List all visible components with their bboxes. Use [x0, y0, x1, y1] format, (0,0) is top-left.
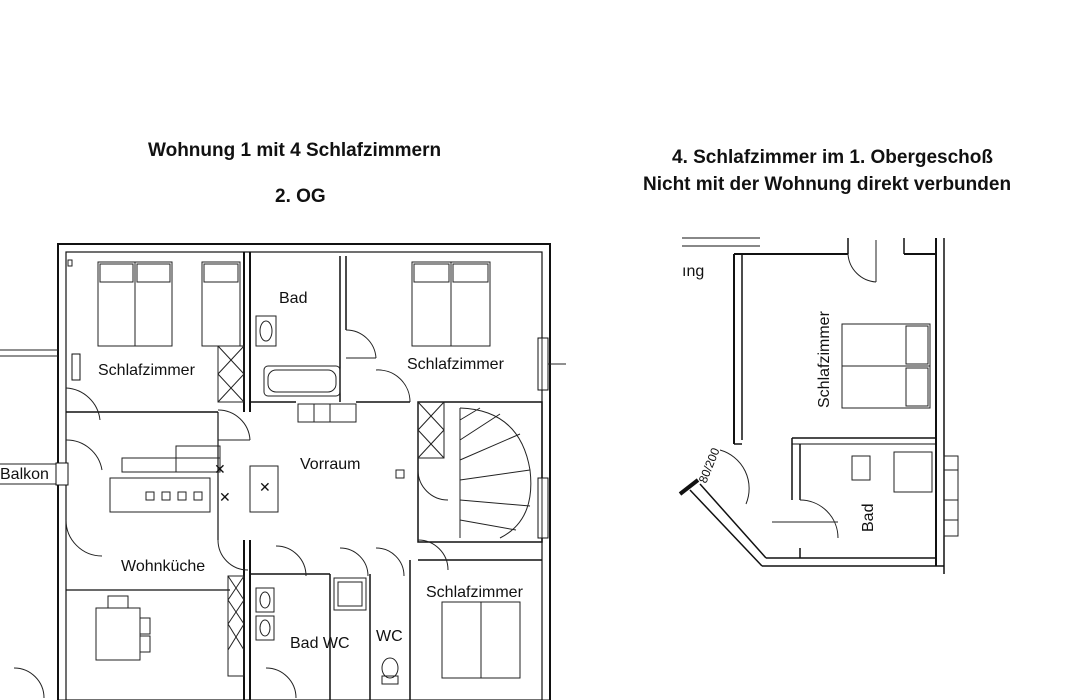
right-floor-plan: ıng Schlafzimmer Bad 80/200 [678, 237, 959, 574]
washbasin-top [255, 315, 277, 347]
cabinet-column [227, 575, 245, 677]
label-bad-wc: Bad WC [290, 635, 350, 652]
right-double-bed [841, 323, 931, 409]
label-wc: WC [376, 628, 403, 645]
label-schlafzimmer-bottom: Schlafzimmer [426, 584, 524, 601]
light-fixture [395, 469, 405, 479]
kitchen-island: ✕ ✕ ✕ [109, 445, 279, 513]
shower [333, 577, 367, 611]
right-bad-fixtures [851, 451, 959, 537]
right-walls [682, 237, 945, 574]
left-plan-title: Wohnung 1 mit 4 Schlafzimmern [148, 140, 442, 161]
label-schlafzimmer-right-plan: Schlafzimmer [816, 310, 833, 408]
label-bad-top: Bad [279, 290, 307, 307]
left-room-labels: Bad Schlafzimmer Schlafzimmer Balkon Vor… [0, 290, 524, 652]
bathtub [263, 365, 341, 397]
toilet-wc [381, 657, 399, 685]
left-floor-plan: ✕ ✕ ✕ [0, 243, 566, 700]
right-plan-title-line2: Nicht mit der Wohnung direkt verbunden [643, 174, 1012, 195]
right-doors [678, 240, 877, 539]
svg-text:✕: ✕ [259, 479, 271, 495]
wardrobe-left [217, 345, 245, 403]
label-schlafzimmer-right: Schlafzimmer [407, 356, 505, 373]
svg-text:✕: ✕ [219, 489, 231, 505]
right-room-labels: ıng Schlafzimmer Bad 80/200 [682, 263, 877, 532]
interior-walls [66, 252, 543, 700]
windows-right [67, 259, 566, 539]
label-schlafzimmer-left: Schlafzimmer [98, 362, 196, 379]
dining-table [95, 595, 151, 661]
right-plan-title-line1: 4. Schlafzimmer im 1. Obergeschoß [672, 147, 993, 168]
label-wohnkueche: Wohnküche [121, 558, 205, 575]
single-bed-top-left [201, 261, 241, 347]
double-bed-top-right [411, 261, 491, 347]
label-vorraum: Vorraum [300, 456, 360, 473]
radiator [297, 403, 357, 423]
label-balkon: Balkon [0, 466, 49, 483]
left-plan-floor: 2. OG [275, 186, 326, 207]
doors [13, 329, 449, 699]
label-bad-right-plan: Bad [860, 504, 877, 532]
washbasins-bottom [255, 587, 275, 641]
svg-text:✕: ✕ [214, 461, 226, 477]
balcony-rail [0, 349, 69, 486]
staircase [417, 401, 532, 539]
double-bed-top-left [97, 261, 173, 347]
double-bed-bottom-right [441, 601, 521, 679]
label-gang-fragment: ıng [682, 263, 704, 280]
label-door-dimension: 80/200 [696, 446, 723, 486]
